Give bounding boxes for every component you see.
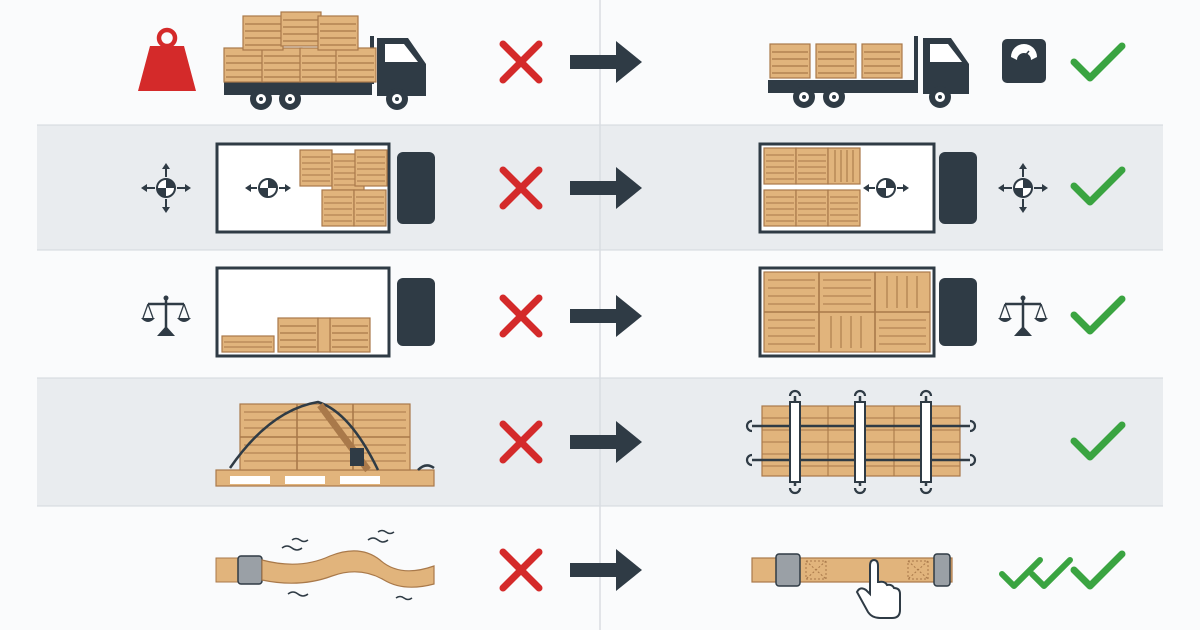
balance-icon (139, 294, 193, 338)
row-strapping (215, 389, 1122, 495)
correct-load-truck (768, 36, 969, 108)
arrow-icon (570, 549, 642, 591)
double-checkmark-icon (999, 554, 1122, 586)
row-overweight (138, 11, 1122, 110)
checkmark-icon (1074, 299, 1122, 331)
balanced-load-sideview (758, 266, 977, 358)
properly-strapped-pallet-topview (745, 389, 977, 495)
uneven-load-sideview (215, 266, 435, 358)
weight-icon (138, 27, 196, 91)
balance-icon (996, 294, 1050, 338)
arrow-icon (570, 295, 642, 337)
poorly-strapped-pallet (215, 400, 435, 487)
cross-icon (503, 44, 539, 80)
cross-icon (503, 298, 539, 334)
hand-pointer-icon (855, 558, 901, 619)
overloaded-truck (223, 11, 426, 110)
cross-icon (503, 552, 539, 588)
centered-load-topview (758, 142, 977, 234)
intact-strap (751, 553, 953, 619)
arrow-icon (570, 41, 642, 83)
off-center-load-topview (215, 142, 435, 234)
row-center-of-gravity (141, 142, 1122, 234)
row-load-balance (139, 266, 1122, 358)
checkmark-icon (1074, 46, 1122, 78)
damaged-strap (215, 529, 435, 601)
row-strap-condition (215, 529, 1122, 619)
scale-icon (1002, 39, 1046, 83)
